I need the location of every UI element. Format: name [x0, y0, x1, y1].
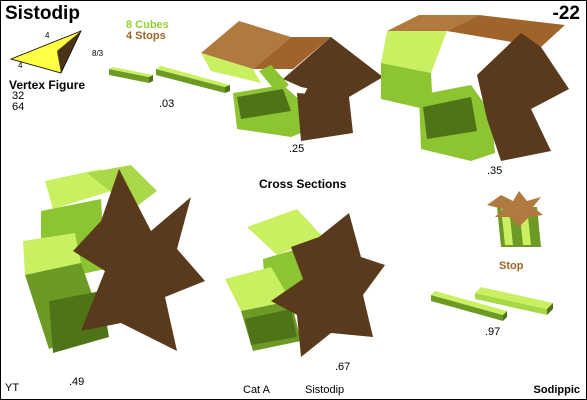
section-03-shape — [109, 66, 230, 93]
cross-sections-heading: Cross Sections — [259, 177, 347, 191]
section-67-shape — [225, 209, 385, 357]
caption-49: .49 — [69, 376, 85, 388]
legend-cubes: 8 Cubes — [126, 19, 169, 31]
vertex-count-a: 32 — [12, 90, 25, 102]
vertex-figure-label: Vertex Figure — [9, 78, 86, 92]
vertex-count-b: 64 — [12, 101, 25, 113]
caption-25: .25 — [289, 143, 305, 155]
stop-label: Stop — [499, 260, 524, 272]
footer-right: Sodippic — [533, 384, 580, 396]
page-title: Sistodip — [5, 3, 80, 24]
footer-left: YT — [5, 382, 20, 394]
page-number: -22 — [552, 3, 580, 24]
section-49-shape — [23, 165, 205, 353]
edge-label-right: 8/3 — [92, 49, 104, 58]
caption-03: .03 — [159, 98, 175, 110]
legend-stops: 4 Stops — [126, 30, 166, 42]
caption-67: .67 — [335, 361, 351, 373]
caption-35: .35 — [487, 165, 503, 177]
edge-label-top: 4 — [45, 31, 50, 40]
vertex-figure-triangle — [9, 30, 82, 74]
section-97-shape — [431, 287, 553, 321]
footer-category: Cat A — [243, 384, 270, 396]
edge-label-left: 4 — [18, 61, 23, 70]
stop-shape — [487, 191, 543, 247]
footer-name: Sistodip — [305, 384, 345, 396]
caption-97: .97 — [485, 326, 501, 338]
section-35-shape — [381, 15, 569, 161]
section-25-shape — [201, 21, 383, 141]
